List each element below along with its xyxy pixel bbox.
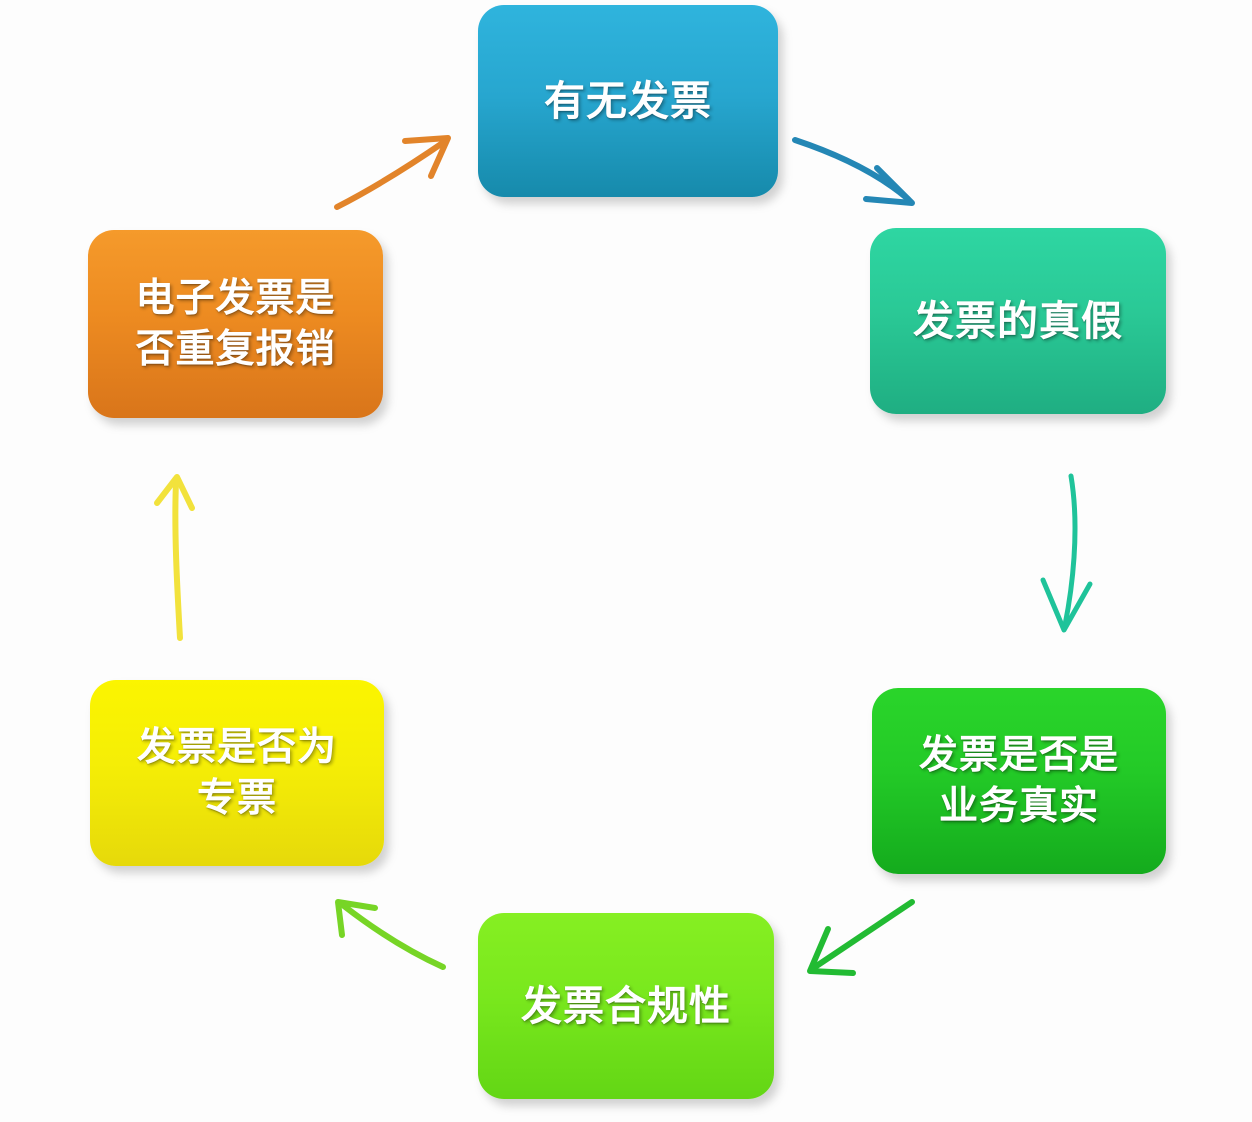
node-label-line: 有无发票 bbox=[544, 76, 712, 125]
node-label-line: 电子发票是 bbox=[135, 275, 336, 321]
arrow-left-lower-to-left-upper bbox=[154, 474, 195, 641]
process-node-special-invoice[interactable]: 发票是否为 专票 bbox=[90, 680, 384, 866]
process-node-invoice-authenticity[interactable]: 发票的真假 bbox=[870, 228, 1166, 414]
node-label-line: 发票是否为 bbox=[136, 724, 337, 770]
node-label-line: 发票的真假 bbox=[913, 296, 1123, 345]
node-label-line: 发票是否是 bbox=[918, 732, 1119, 778]
process-node-has-invoice[interactable]: 有无发票 bbox=[478, 5, 778, 197]
arrow-top-to-right-upper bbox=[792, 137, 915, 206]
node-label-line: 专票 bbox=[196, 776, 277, 821]
node-label-line: 否重复报销 bbox=[135, 327, 336, 372]
arrow-bottom-to-left-lower bbox=[335, 899, 446, 970]
arrow-left-upper-to-top bbox=[334, 135, 451, 210]
arrow-right-lower-to-bottom bbox=[807, 899, 915, 976]
node-label-line: 发票合规性 bbox=[521, 981, 731, 1030]
arrow-right-upper-to-right-lower bbox=[1040, 473, 1093, 633]
process-node-invoice-compliance[interactable]: 发票合规性 bbox=[478, 913, 774, 1099]
process-node-business-reality[interactable]: 发票是否是 业务真实 bbox=[872, 688, 1166, 874]
process-node-duplicate-reimbursement[interactable]: 电子发票是 否重复报销 bbox=[88, 230, 383, 418]
node-label-line: 业务真实 bbox=[938, 784, 1099, 829]
